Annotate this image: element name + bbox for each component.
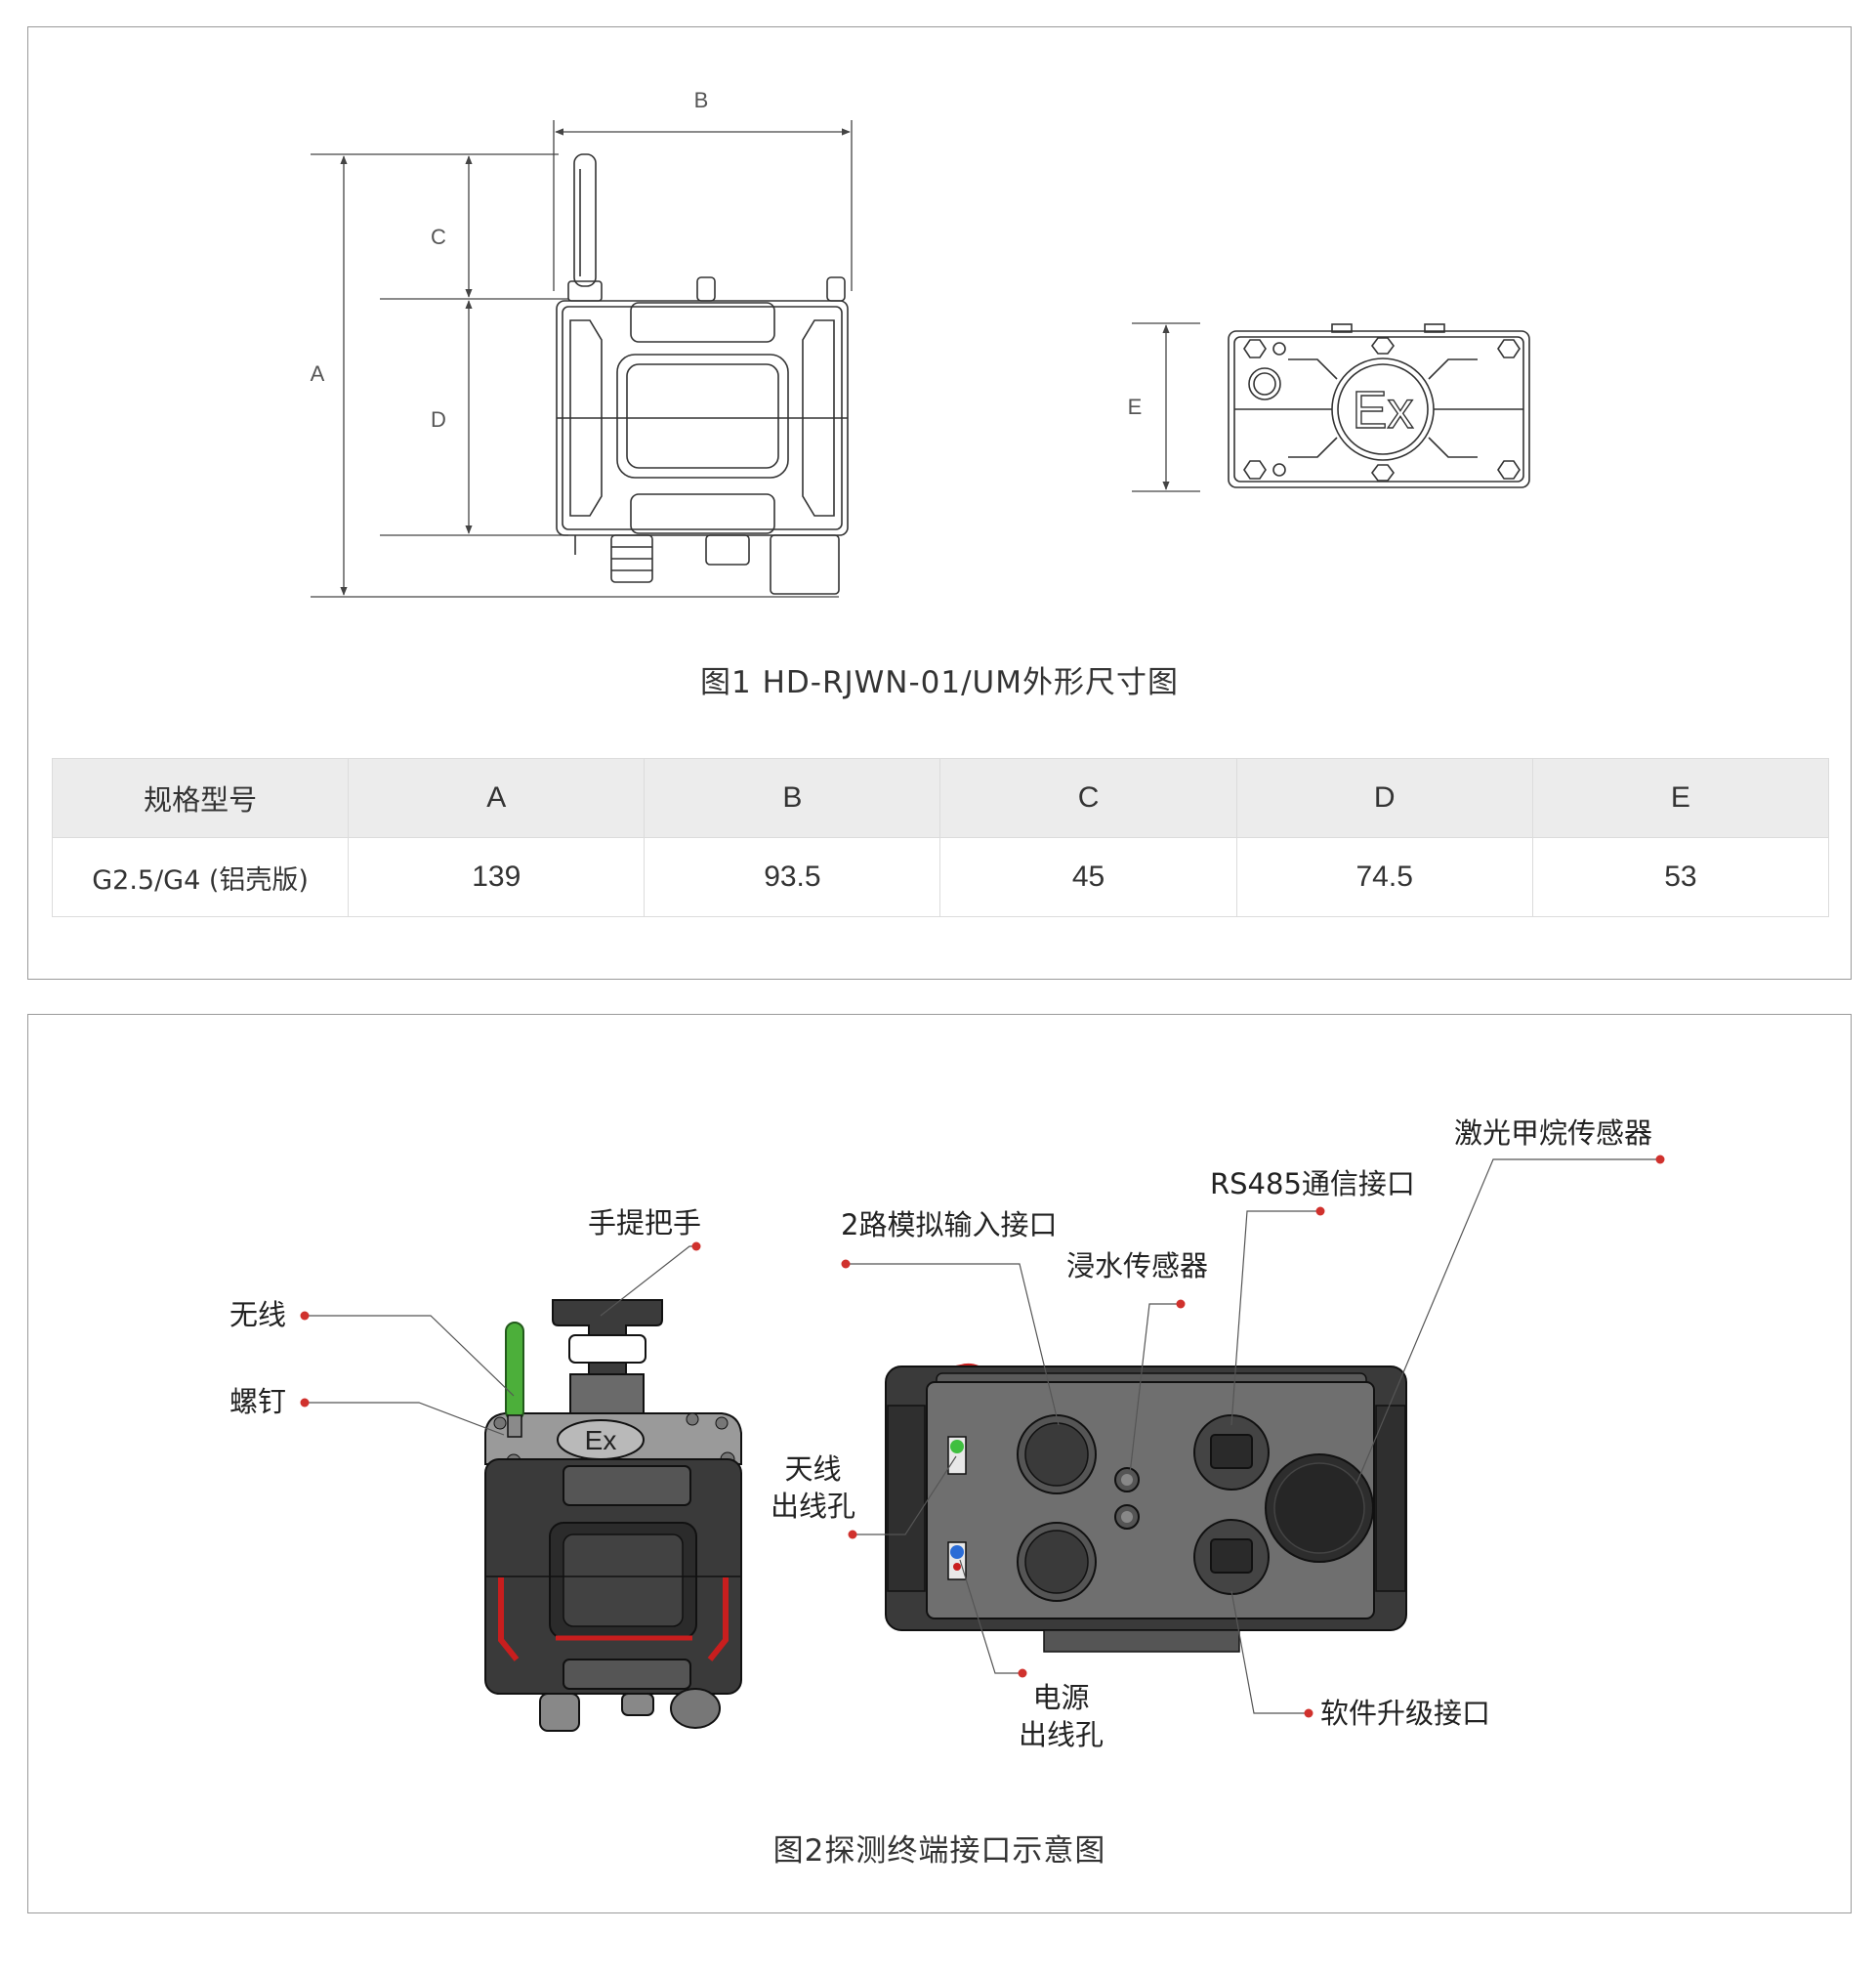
table-cell: 74.5 (1235, 837, 1533, 917)
table-cell: 139 (348, 837, 646, 917)
top-view-outline (1228, 323, 1530, 488)
dim-label-e: E (1128, 395, 1143, 419)
device-front-panel (885, 1363, 1407, 1653)
leader-dots (300, 1155, 1665, 1718)
interface-figure-panel: Ex (27, 1014, 1852, 1913)
label-antenna-hole-line1: 天线 (784, 1452, 842, 1486)
dim-label-a: A (311, 361, 325, 386)
label-screw: 螺钉 (229, 1385, 287, 1418)
leader-lines (305, 1158, 1660, 1714)
ex-mark-top-view: Ex (1352, 381, 1413, 440)
spec-table: 规格型号 A B C D E G2.5/G4 (铝壳版) 139 93.5 45… (51, 758, 1830, 917)
dimension-drawing: A B C D E (311, 88, 1530, 598)
front-view-outline (556, 153, 849, 595)
table-header-cell: B (644, 758, 941, 838)
table-header-row: 规格型号 A B C D E (51, 758, 1830, 838)
dim-label-c: C (431, 225, 446, 249)
figure1-caption: 图1 HD-RJWN-01/UM外形尺寸图 (700, 665, 1179, 700)
interface-drawing: Ex (300, 1155, 1665, 1732)
table-header-cell: 规格型号 (51, 758, 350, 838)
dim-label-d: D (431, 407, 446, 432)
label-power-hole-line1: 电源 (1032, 1681, 1090, 1714)
label-upgrade-port: 软件升级接口 (1320, 1697, 1491, 1730)
table-header-cell: C (939, 758, 1237, 838)
figure2-caption: 图2探测终端接口示意图 (772, 1833, 1106, 1869)
table-cell: 45 (939, 837, 1237, 917)
label-power-hole: 电源 出线孔 (1019, 1679, 1104, 1753)
label-analog-input: 2路模拟输入接口 (841, 1208, 1058, 1241)
label-antenna-hole: 天线 出线孔 (771, 1450, 855, 1525)
dimension-figure-panel: A B C D E (27, 26, 1852, 980)
table-cell: 53 (1531, 837, 1830, 917)
device-isometric: Ex (484, 1299, 742, 1732)
label-methane-sensor: 激光甲烷传感器 (1454, 1116, 1653, 1150)
label-power-hole-line2: 出线孔 (1019, 1718, 1105, 1751)
table-header-cell: E (1531, 758, 1830, 838)
table-header-cell: D (1235, 758, 1533, 838)
ex-mark-isometric: Ex (585, 1425, 617, 1455)
label-rs485: RS485通信接口 (1210, 1167, 1415, 1200)
table-cell: 93.5 (644, 837, 941, 917)
label-antenna-hole-line2: 出线孔 (771, 1490, 856, 1523)
label-water-sensor: 浸水传感器 (1066, 1249, 1209, 1282)
table-row: G2.5/G4 (铝壳版) 139 93.5 45 74.5 53 (51, 837, 1830, 917)
dim-label-b: B (694, 88, 709, 112)
table-cell: G2.5/G4 (铝壳版) (51, 837, 350, 917)
label-wireless: 无线 (229, 1298, 287, 1331)
label-handle: 手提把手 (588, 1206, 702, 1240)
table-header-cell: A (348, 758, 646, 838)
